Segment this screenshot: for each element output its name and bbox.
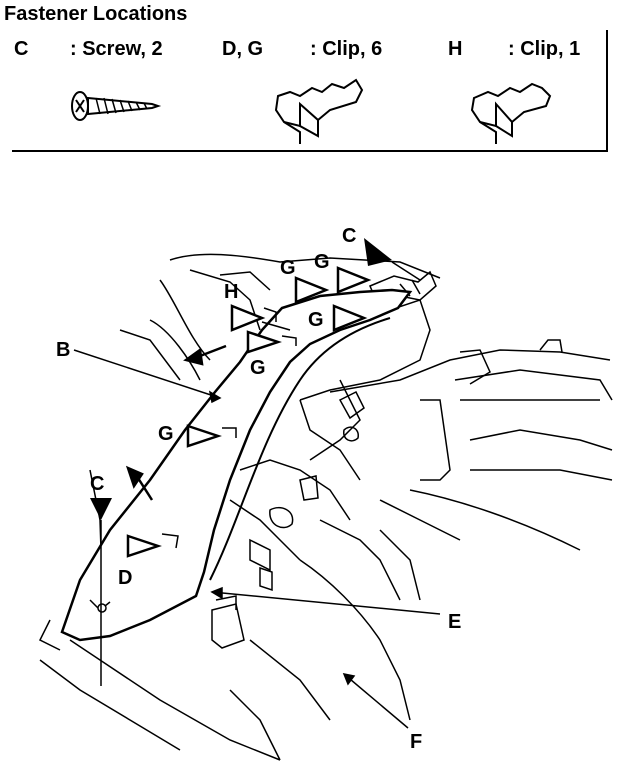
clip-marker-g3 xyxy=(336,266,372,294)
clip-marker-g4 xyxy=(332,304,368,332)
fastener-legend xyxy=(12,30,608,152)
legend-code-c: C xyxy=(14,38,29,60)
screw-marker-top xyxy=(364,238,392,266)
legend-desc-clip6: : Clip, 6 xyxy=(310,38,383,60)
clip-marker-h xyxy=(230,304,266,332)
callout-c-top: C xyxy=(342,225,356,247)
removal-arrow xyxy=(125,344,227,501)
clip-icon xyxy=(470,82,552,144)
legend-code-dg: D, G xyxy=(222,38,264,60)
clip-icon xyxy=(274,78,364,144)
screw-marker-left xyxy=(90,498,112,520)
page-title: Fastener Locations xyxy=(4,3,188,25)
callout-g5: G xyxy=(158,423,174,445)
leader-lines xyxy=(73,349,441,729)
clip-marker-d xyxy=(126,534,162,558)
legend-desc-clip1: : Clip, 1 xyxy=(508,38,581,60)
callout-g4: G xyxy=(250,357,266,379)
screw-leader-top xyxy=(391,261,421,281)
callout-h: H xyxy=(224,281,238,303)
vehicle-structure xyxy=(38,253,613,761)
callout-b: B xyxy=(56,339,70,361)
callout-g1: G xyxy=(280,257,296,279)
callout-g3: G xyxy=(308,309,324,331)
callout-e: E xyxy=(448,611,461,633)
clip-marker-g2 xyxy=(294,276,330,304)
legend-code-h: H xyxy=(448,38,463,60)
clip-marker-g5 xyxy=(186,424,222,448)
callout-g2: G xyxy=(314,251,330,273)
callout-d: D xyxy=(118,567,132,589)
legend-desc-screw: : Screw, 2 xyxy=(70,38,163,60)
callout-c-left: C xyxy=(90,473,104,495)
callout-f: F xyxy=(410,731,422,753)
screw-icon xyxy=(71,91,162,121)
pillar-garnish xyxy=(60,288,413,642)
clip-marker-g1 xyxy=(246,330,282,354)
fastener-markers xyxy=(126,266,372,558)
